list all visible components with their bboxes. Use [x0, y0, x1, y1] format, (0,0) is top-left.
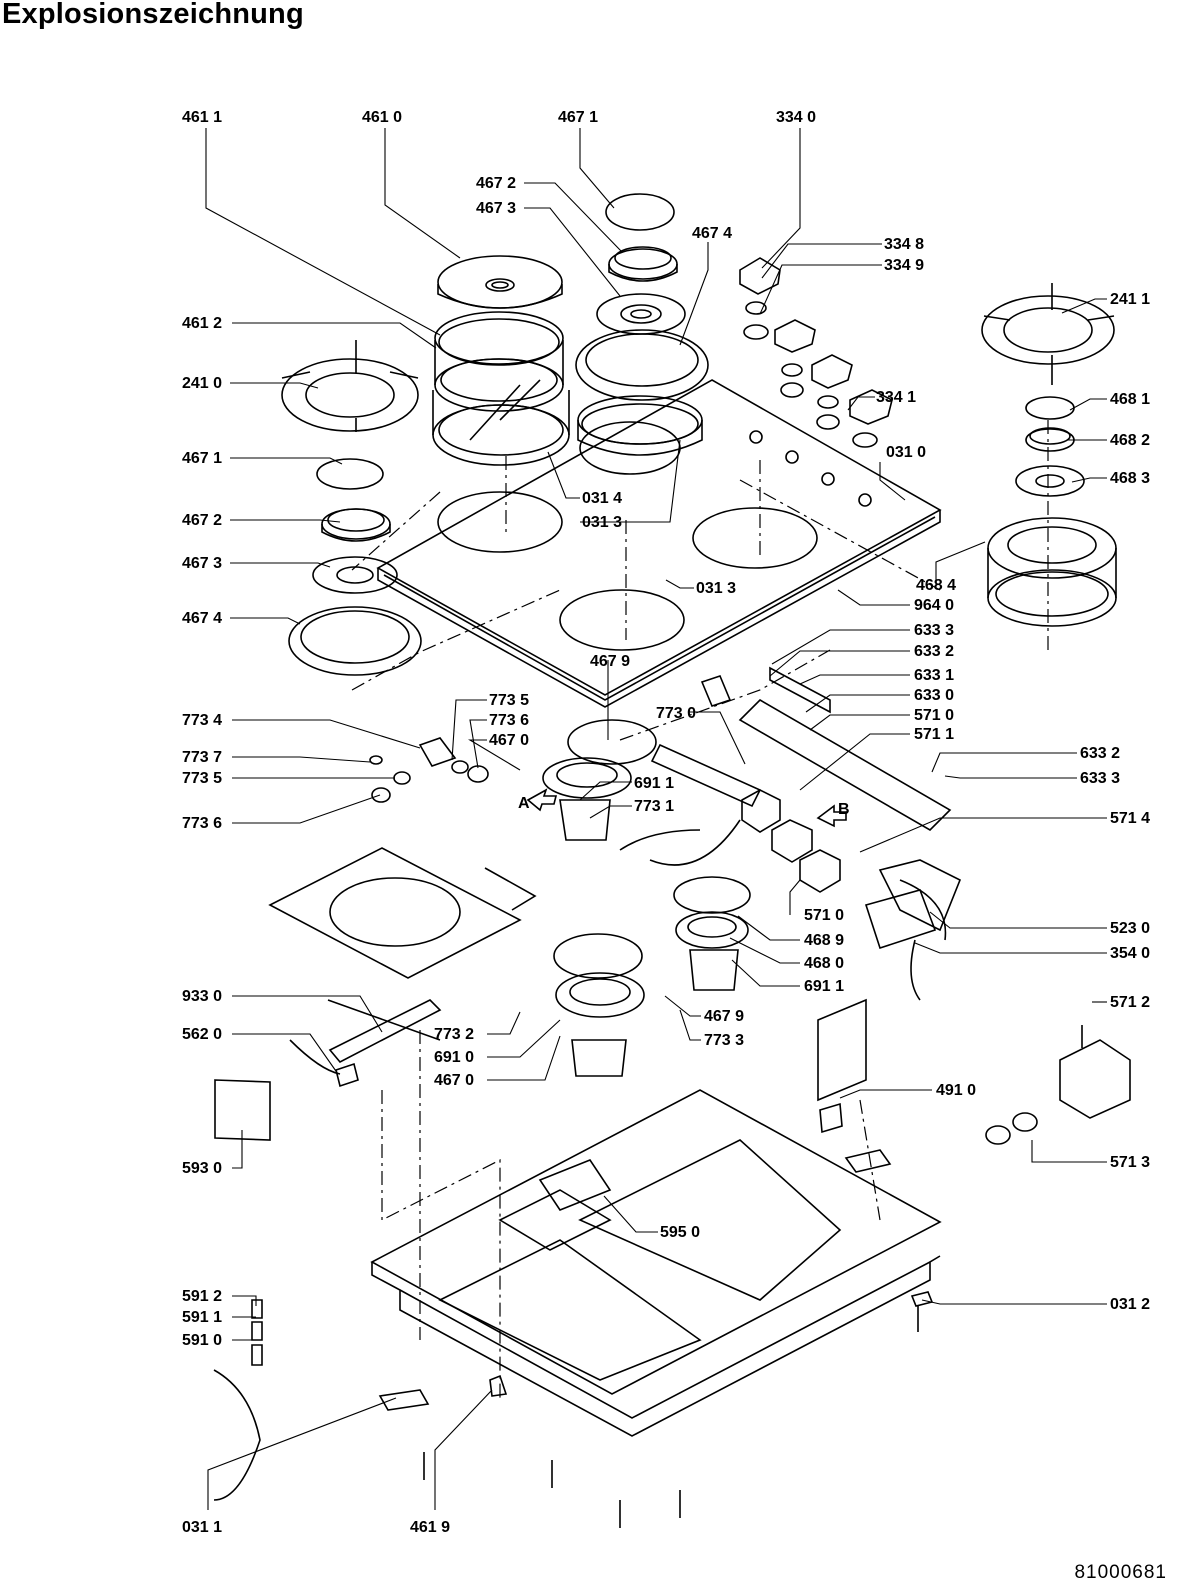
part-label: 468 4 — [916, 577, 956, 594]
gas-manifold — [619, 666, 962, 1001]
burner-bodies — [542, 719, 751, 1077]
part-label: 467 3 — [476, 200, 516, 217]
part-label: 633 1 — [914, 667, 954, 684]
control-knobs — [739, 257, 893, 448]
part-label: 241 1 — [1110, 291, 1150, 308]
part-label: 468 1 — [1110, 391, 1150, 408]
part-label: 467 4 — [182, 610, 222, 627]
part-label: 633 2 — [914, 643, 954, 660]
part-label: 468 3 — [1110, 470, 1150, 487]
part-label: 593 0 — [182, 1160, 222, 1177]
leader-lines — [205, 128, 1107, 1510]
part-label: 691 0 — [434, 1049, 474, 1066]
injector-parts — [369, 737, 489, 803]
part-label: 773 6 — [182, 815, 222, 832]
part-label: 467 2 — [476, 175, 516, 192]
part-label: 571 3 — [1110, 1154, 1150, 1171]
part-label: 467 0 — [434, 1072, 474, 1089]
part-labels: 461 1 461 0 467 1 334 0 467 2 467 3 467 … — [182, 109, 1150, 1536]
part-label: 467 9 — [590, 653, 630, 670]
part-label: 633 2 — [1080, 745, 1120, 762]
part-label: 031 3 — [582, 514, 622, 531]
part-label: 354 0 — [1110, 945, 1150, 962]
part-label: 591 2 — [182, 1288, 222, 1305]
part-label: 571 4 — [1110, 810, 1150, 827]
part-label: 031 0 — [886, 444, 926, 461]
part-label: 468 2 — [1110, 432, 1150, 449]
part-label: 467 0 — [489, 732, 529, 749]
part-label: 461 0 — [362, 109, 402, 126]
part-label: 031 3 — [696, 580, 736, 597]
ignition-parts — [214, 998, 1131, 1145]
part-label: 571 1 — [914, 726, 954, 743]
pan-supports — [281, 283, 1115, 432]
part-label: 691 1 — [804, 978, 844, 995]
part-label: 562 0 — [182, 1026, 222, 1043]
page-title: Explosionszeichnung — [2, 0, 304, 30]
part-label: 334 0 — [776, 109, 816, 126]
assembly-axis-lines — [351, 420, 1049, 1400]
part-label: 633 3 — [1080, 770, 1120, 787]
section-marker-a: A — [518, 795, 530, 812]
part-label: 523 0 — [1110, 920, 1150, 937]
part-label: 031 4 — [582, 490, 622, 507]
section-marker-b: B — [838, 801, 850, 818]
part-label: 491 0 — [936, 1082, 976, 1099]
left-burner-parts — [288, 458, 422, 676]
part-label: 773 1 — [634, 798, 674, 815]
part-label: 467 2 — [182, 512, 222, 529]
part-label: 467 4 — [692, 225, 732, 242]
gasket-plate — [268, 847, 537, 1041]
part-label: 595 0 — [660, 1224, 700, 1241]
part-label: 691 1 — [634, 775, 674, 792]
part-label: 467 1 — [558, 109, 598, 126]
part-label: 031 1 — [182, 1519, 222, 1536]
part-label: 933 0 — [182, 988, 222, 1005]
part-label: 468 0 — [804, 955, 844, 972]
part-label: 773 4 — [182, 712, 222, 729]
part-label: 031 2 — [1110, 1296, 1150, 1313]
front-left-burner-parts — [432, 255, 570, 466]
part-label: 591 1 — [182, 1309, 222, 1326]
part-label: 773 6 — [489, 712, 529, 729]
part-label: 461 1 — [182, 109, 222, 126]
bottom-tray — [370, 1089, 942, 1437]
part-label: 334 9 — [884, 257, 924, 274]
part-label: 773 0 — [656, 705, 696, 722]
screws — [213, 1299, 919, 1528]
part-label: 633 3 — [914, 622, 954, 639]
hob-top-plate — [376, 379, 942, 708]
rear-center-burner-parts — [575, 193, 709, 456]
part-label: 773 5 — [489, 692, 529, 709]
part-label: 773 2 — [434, 1026, 474, 1043]
part-label: 334 8 — [884, 236, 924, 253]
part-label: 591 0 — [182, 1332, 222, 1349]
part-label: 964 0 — [914, 597, 954, 614]
section-markers: A B — [518, 788, 850, 828]
part-label: 461 9 — [410, 1519, 450, 1536]
part-label: 773 7 — [182, 749, 222, 766]
part-label: 334 1 — [876, 389, 916, 406]
part-label: 241 0 — [182, 375, 222, 392]
part-label: 571 0 — [804, 907, 844, 924]
part-label: 571 0 — [914, 707, 954, 724]
part-label: 773 5 — [182, 770, 222, 787]
right-burner-parts — [987, 396, 1117, 627]
part-label: 467 1 — [182, 450, 222, 467]
drawing-number: 81000681 — [1074, 1562, 1167, 1583]
part-label: 773 3 — [704, 1032, 744, 1049]
part-label: 468 9 — [804, 932, 844, 949]
part-label: 467 3 — [182, 555, 222, 572]
part-label: 461 2 — [182, 315, 222, 332]
part-label: 633 0 — [914, 687, 954, 704]
part-label: 571 2 — [1110, 994, 1150, 1011]
part-label: 467 9 — [704, 1008, 744, 1025]
